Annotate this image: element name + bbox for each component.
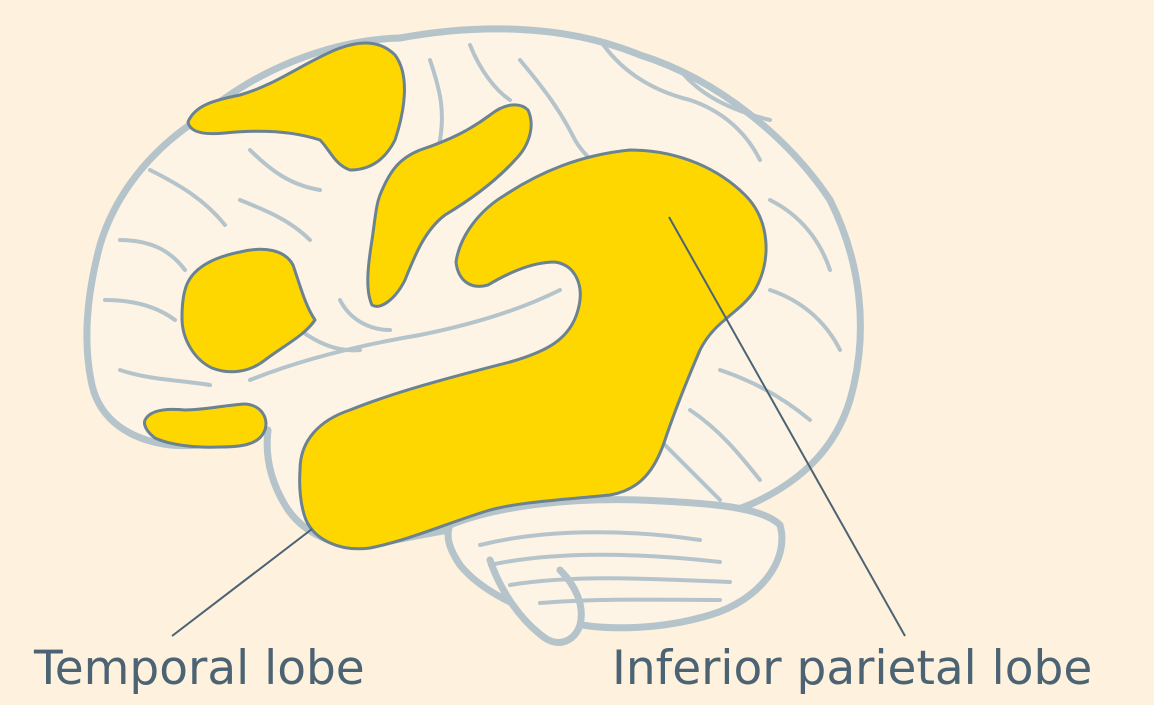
orbital-region <box>144 404 265 447</box>
temporal-lobe-leader-line <box>172 529 312 636</box>
inferior-parietal-lobe-label: Inferior parietal lobe <box>612 645 1092 692</box>
temporal-lobe-label: Temporal lobe <box>34 645 365 692</box>
